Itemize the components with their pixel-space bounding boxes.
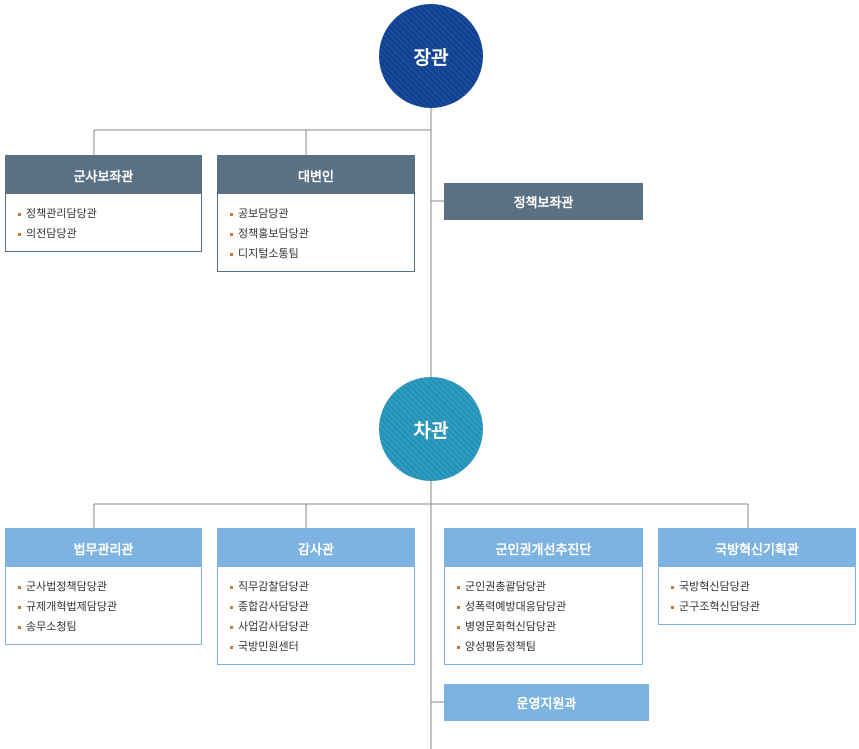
vice-minister-label: 차관 — [413, 419, 449, 442]
item-label: 군구조혁신담당관 — [679, 600, 760, 613]
unit-item-list: 공보담당관 정책홍보담당관 디지털소통팀 — [218, 194, 414, 264]
unit-policy-advisor: 정책보좌관 — [444, 183, 643, 220]
minister-label: 장관 — [413, 46, 449, 69]
list-item: 정책홍보담당관 — [230, 224, 414, 244]
item-label: 국방혁신담당관 — [679, 580, 750, 593]
bullet-icon — [230, 585, 233, 589]
unit-legal-affairs: 법무관리관 군사법정책담당관 규제개혁법제담당관 송무소청팀 — [5, 528, 202, 645]
bullet-icon — [18, 212, 21, 216]
unit-title: 법무관리관 — [6, 529, 201, 567]
unit-title: 군사보좌관 — [6, 156, 201, 194]
unit-item-list: 국방혁신담당관 군구조혁신담당관 — [659, 567, 855, 617]
minister-node: 장관 — [379, 4, 483, 108]
unit-title: 운영지원과 — [516, 697, 577, 712]
bullet-icon — [18, 625, 21, 629]
item-label: 정책관리담당관 — [26, 207, 97, 220]
unit-item-list: 정책관리담당관 의전담당관 — [6, 194, 201, 244]
bullet-icon — [457, 645, 460, 649]
bullet-icon — [230, 605, 233, 609]
item-label: 송무소청팀 — [26, 620, 77, 633]
unit-military-aide: 군사보좌관 정책관리담당관 의전담당관 — [5, 155, 202, 252]
list-item: 종합감사담당관 — [230, 597, 414, 617]
list-item: 양성평등정책팀 — [457, 637, 642, 657]
list-item: 디지털소통팀 — [230, 244, 414, 264]
bullet-icon — [18, 585, 21, 589]
unit-audit: 감사관 직무감찰담당관 종합감사담당관 사업감사담당관 국방민원센터 — [217, 528, 415, 665]
vice-minister-node: 차관 — [379, 377, 483, 481]
unit-title: 대변인 — [218, 156, 414, 194]
bullet-icon — [18, 605, 21, 609]
list-item: 성폭력예방대응담당관 — [457, 597, 642, 617]
list-item: 군인권총괄담당관 — [457, 577, 642, 597]
unit-item-list: 군인권총괄담당관 성폭력예방대응담당관 병영문화혁신담당관 양성평등정책팀 — [445, 567, 642, 657]
bullet-icon — [457, 625, 460, 629]
item-label: 공보담당관 — [238, 207, 289, 220]
list-item: 국방혁신담당관 — [671, 577, 855, 597]
list-item: 병영문화혁신담당관 — [457, 617, 642, 637]
list-item: 군사법정책담당관 — [18, 577, 201, 597]
list-item: 공보담당관 — [230, 204, 414, 224]
bullet-icon — [671, 605, 674, 609]
item-label: 양성평등정책팀 — [465, 640, 536, 653]
bullet-icon — [230, 645, 233, 649]
list-item: 사업감사담당관 — [230, 617, 414, 637]
item-label: 정책홍보담당관 — [238, 227, 309, 240]
item-label: 군인권총괄담당관 — [465, 580, 546, 593]
list-item: 정책관리담당관 — [18, 204, 201, 224]
unit-human-rights: 군인권개선추진단 군인권총괄담당관 성폭력예방대응담당관 병영문화혁신담당관 양… — [444, 528, 643, 665]
item-label: 디지털소통팀 — [238, 247, 299, 260]
unit-title: 국방혁신기획관 — [659, 529, 855, 567]
unit-title: 정책보좌관 — [513, 196, 574, 211]
list-item: 직무감찰담당관 — [230, 577, 414, 597]
item-label: 규제개혁법제담당관 — [26, 600, 118, 613]
bullet-icon — [457, 585, 460, 589]
bullet-icon — [671, 585, 674, 589]
item-label: 사업감사담당관 — [238, 620, 309, 633]
item-label: 국방민원센터 — [238, 640, 299, 653]
unit-defense-innovation: 국방혁신기획관 국방혁신담당관 군구조혁신담당관 — [658, 528, 856, 625]
unit-title: 군인권개선추진단 — [445, 529, 642, 567]
list-item: 의전담당관 — [18, 224, 201, 244]
bullet-icon — [230, 252, 233, 256]
unit-title: 감사관 — [218, 529, 414, 567]
unit-item-list: 직무감찰담당관 종합감사담당관 사업감사담당관 국방민원센터 — [218, 567, 414, 657]
list-item: 규제개혁법제담당관 — [18, 597, 201, 617]
bullet-icon — [18, 232, 21, 236]
item-label: 성폭력예방대응담당관 — [465, 600, 567, 613]
list-item: 송무소청팀 — [18, 617, 201, 637]
unit-item-list: 군사법정책담당관 규제개혁법제담당관 송무소청팀 — [6, 567, 201, 637]
unit-operations-support: 운영지원과 — [444, 684, 649, 721]
bullet-icon — [230, 232, 233, 236]
list-item: 군구조혁신담당관 — [671, 597, 855, 617]
item-label: 의전담당관 — [26, 227, 77, 240]
list-item: 국방민원센터 — [230, 637, 414, 657]
item-label: 종합감사담당관 — [238, 600, 309, 613]
bullet-icon — [230, 625, 233, 629]
bullet-icon — [230, 212, 233, 216]
unit-spokesperson: 대변인 공보담당관 정책홍보담당관 디지털소통팀 — [217, 155, 415, 272]
bullet-icon — [457, 605, 460, 609]
item-label: 직무감찰담당관 — [238, 580, 309, 593]
item-label: 병영문화혁신담당관 — [465, 620, 557, 633]
item-label: 군사법정책담당관 — [26, 580, 107, 593]
